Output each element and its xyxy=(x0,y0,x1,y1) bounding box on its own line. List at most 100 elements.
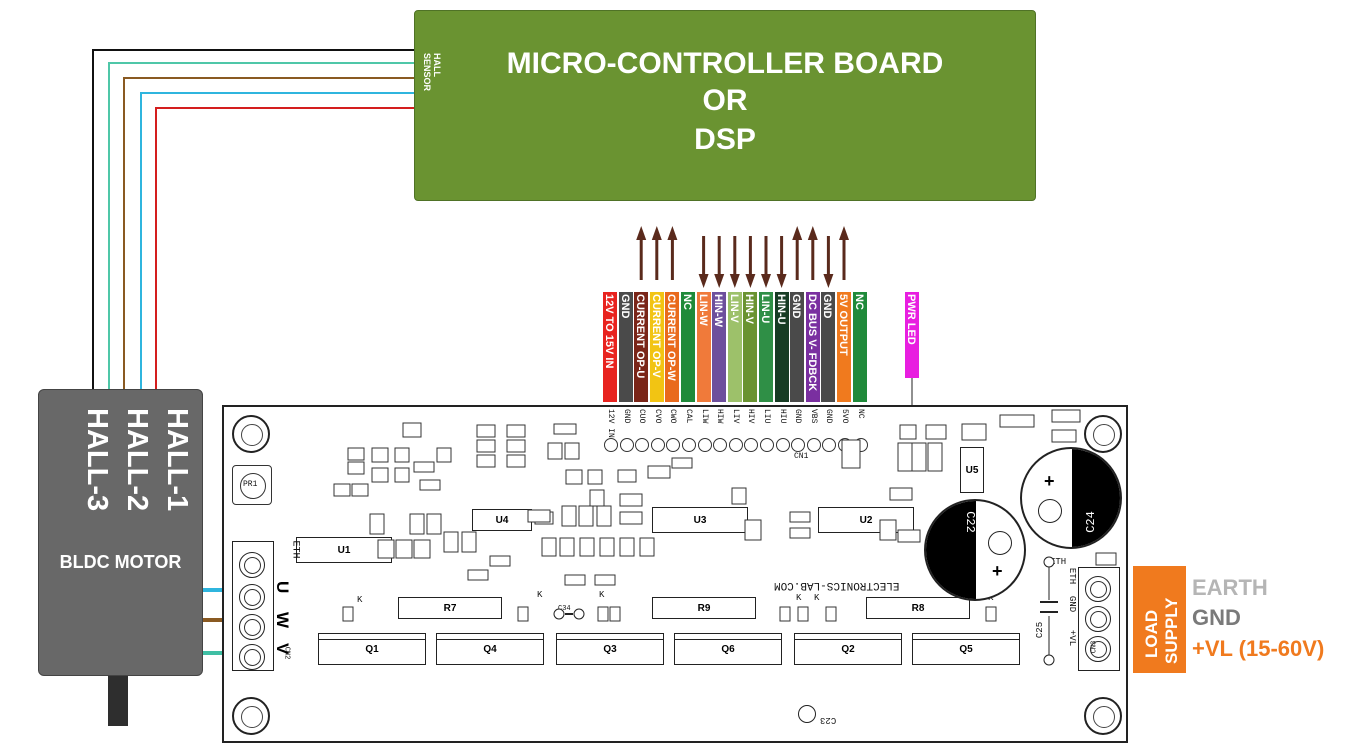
diode-k-4: K xyxy=(796,593,802,603)
earth-label: EARTH xyxy=(1192,575,1268,600)
load-label: LOAD xyxy=(1142,609,1161,658)
vl-range-label: +VL (15-60V) xyxy=(1192,636,1325,661)
capacitor-c22: C22 + xyxy=(924,499,1026,601)
transistor-q6: Q6 xyxy=(674,633,782,665)
header-pin-11 xyxy=(775,438,790,452)
c34-label: C34 xyxy=(558,605,571,613)
pin-tag-6: LIN-W xyxy=(696,292,711,402)
transistor-q4: Q4 xyxy=(436,633,544,665)
header-pin-7 xyxy=(713,438,728,452)
mount-hole-br xyxy=(1084,697,1122,735)
pin-tag-4: CURRENT OP-W xyxy=(665,292,680,402)
transistor-q1: Q1 xyxy=(318,633,426,665)
terminal-screw-v xyxy=(239,644,265,670)
ic-u1: U1 xyxy=(296,537,392,563)
resistor-r7: R7 xyxy=(398,597,502,619)
header-pin-0 xyxy=(604,438,618,452)
pin-tag-12: GND xyxy=(790,292,805,402)
signal-arrow-head-4 xyxy=(667,226,678,240)
supply-terminal-cn3 xyxy=(1078,567,1120,671)
board-title-line3: DSP xyxy=(694,123,756,156)
diode-k-1: K xyxy=(357,595,363,605)
header-pin-13 xyxy=(806,438,821,452)
board-title-line1: MICRO-CONTROLLER BOARD xyxy=(506,47,944,80)
pin-tag-15: 5V OUTPUT xyxy=(837,292,851,402)
ic-u2: U2 xyxy=(818,507,914,533)
gnd-label: GND xyxy=(1192,605,1241,630)
pin-tag-0: 12V TO 15V IN xyxy=(603,292,617,402)
pin-tag-9: HIN-V xyxy=(743,292,758,402)
pin-tag-13: DC BUS V- FDBCK xyxy=(805,292,820,402)
header-pin-5 xyxy=(682,438,696,452)
resistor-r9: R9 xyxy=(652,597,756,619)
capacitor-c23 xyxy=(798,705,816,723)
header-pin-8 xyxy=(728,438,743,452)
transistor-q3: Q3 xyxy=(556,633,664,665)
transistor-q2: Q2 xyxy=(794,633,902,665)
header-pin-1 xyxy=(619,438,634,452)
terminal-screw-vl xyxy=(1085,636,1111,662)
terminal-screw-u xyxy=(239,584,265,610)
signal-arrow-head-9 xyxy=(745,274,756,288)
trimmer-pr1: PR1 xyxy=(232,465,272,505)
signal-arrow-head-6 xyxy=(698,274,709,288)
header-pin-10 xyxy=(760,438,774,452)
signal-arrow-head-10 xyxy=(761,274,771,288)
pin-tag-14: GND xyxy=(821,292,836,402)
pin-tag-5: NC xyxy=(681,292,695,402)
signal-arrow-head-12 xyxy=(792,226,803,240)
pin-tag-11: HIN-U xyxy=(774,292,789,402)
motor-terminal-cn2 xyxy=(232,541,274,671)
ic-u3: U3 xyxy=(652,507,748,533)
signal-arrow-head-2 xyxy=(636,226,647,240)
load-supply-tag: LOAD SUPPLY xyxy=(1133,566,1186,673)
pin-tag-7: HIN-W xyxy=(712,292,727,402)
bldc-motor: HALL-1 HALL-2 HALL-3 BLDC MOTOR xyxy=(38,389,203,676)
header-pin-14 xyxy=(822,438,837,452)
capacitor-c24: C24 + xyxy=(1020,447,1122,549)
pin-tag-10: LIN-U xyxy=(759,292,773,402)
motor-name: BLDC MOTOR xyxy=(59,552,182,572)
mount-hole-bl xyxy=(232,697,270,735)
signal-arrow-head-7 xyxy=(714,274,725,288)
cn1-label: CN1 xyxy=(794,452,809,461)
header-pin-9 xyxy=(744,438,759,452)
header-pin-12 xyxy=(791,438,806,452)
header-pin-6 xyxy=(697,438,712,452)
transistor-q5: Q5 xyxy=(912,633,1020,665)
pin-tag-8: LIN-V xyxy=(727,292,742,402)
terminal-screw-gnd xyxy=(1085,606,1111,632)
mount-hole-tl xyxy=(232,415,270,453)
resistor-r8: R8 xyxy=(866,597,970,619)
diode-k-5: K xyxy=(814,593,820,603)
diode-k-2: K xyxy=(537,590,543,600)
microcontroller-board: MICRO-CONTROLLER BOARD OR DSP HALL SENSO… xyxy=(414,10,1036,201)
signal-arrow-head-8 xyxy=(729,274,740,288)
board-title-line2: OR xyxy=(702,84,748,117)
header-pin-4 xyxy=(666,438,681,452)
header-pin-3 xyxy=(650,438,665,452)
pin-tag-1: GND xyxy=(618,292,633,402)
terminal-screw-earth xyxy=(1085,576,1111,602)
signal-arrow-head-15 xyxy=(839,226,849,240)
terminal-screw-eth xyxy=(239,552,265,578)
supply-label: SUPPLY xyxy=(1162,597,1181,664)
pr1-label: PR1 xyxy=(243,480,258,489)
ic-u5: U5 xyxy=(960,447,984,493)
signal-arrow-head-13 xyxy=(807,226,818,240)
pin-tag-3: CURRENT OP-V xyxy=(649,292,664,402)
signal-arrow-head-14 xyxy=(823,274,834,288)
terminal-screw-w xyxy=(239,614,265,640)
diode-k-3: K xyxy=(599,590,605,600)
signal-arrow-head-11 xyxy=(776,274,787,288)
signal-arrow-head-3 xyxy=(651,226,662,240)
pin-tag-2: CURRENT OP-U xyxy=(634,292,649,402)
motor-shaft xyxy=(108,676,128,726)
pwr-led-tag: PWR LED xyxy=(905,292,919,378)
header-pin-2 xyxy=(635,438,650,452)
eth-top-label: ETH xyxy=(1050,557,1067,567)
